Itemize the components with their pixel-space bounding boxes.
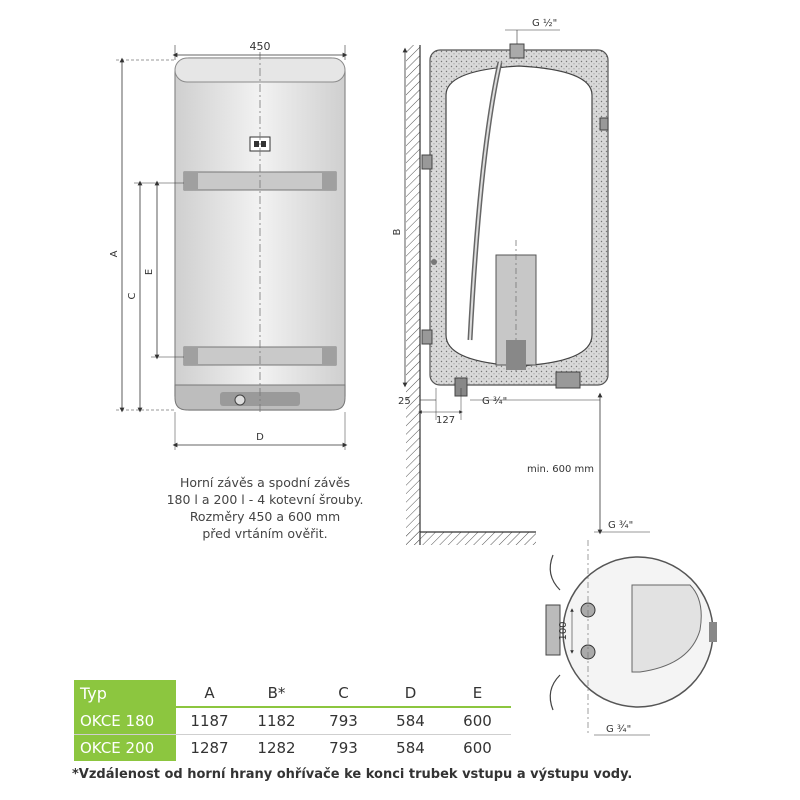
front-view: 450 A C E D [109, 40, 348, 450]
width-label: 450 [250, 40, 271, 53]
wall-bracket [545, 604, 561, 656]
cell-d: 584 [377, 707, 444, 735]
dim-e-label: E [144, 269, 155, 275]
pipe-spacing-label: 100 [558, 621, 569, 640]
header-b: B* [243, 680, 310, 708]
dim-c-label: C [127, 292, 138, 299]
cell-d: 584 [396, 739, 425, 757]
header-a: A [176, 680, 243, 708]
cell-c: 793 [310, 707, 377, 735]
floor-hatch [406, 532, 536, 545]
cell-a: 1287 [190, 739, 229, 757]
header-c: C [310, 680, 377, 708]
cell-a: 1187 [176, 707, 243, 735]
inner-tank [445, 65, 593, 367]
bottom-view: G ¾" 100 G ¾" [545, 520, 717, 736]
table-header-row: Typ A B* C D E [74, 680, 511, 708]
cell-e: 600 [444, 707, 511, 735]
dimensions-table: Typ A B* C D E OKCE 180 1187 1182 793 58… [74, 680, 511, 761]
wall-gap-label: 25 [398, 396, 411, 407]
wall-hatch [406, 45, 420, 545]
dim-b-label: B [392, 228, 403, 235]
cell-b: 1182 [243, 707, 310, 735]
dim-a-label: A [109, 250, 120, 257]
pipe-bottom-label: G ¾" [606, 724, 631, 735]
min-clearance-label: min. 600 mm [527, 464, 594, 475]
header-typ: Typ [74, 680, 176, 708]
thermostat-knob [234, 394, 246, 406]
table-row: OKCE 200 1287 1282 793 584 600 [74, 734, 511, 761]
header-e: E [444, 680, 511, 708]
offset-label: 127 [436, 415, 455, 426]
pipe-top-label: G ¾" [608, 520, 633, 531]
row-model: OKCE 200 [74, 734, 176, 761]
side-view: G ½" B 25 G ¾" 127 min. 600 mm [392, 17, 609, 545]
top-pipe-label: G ½" [532, 17, 557, 29]
header-d: D [377, 680, 444, 708]
note-line: Horní závěs a spodní závěs [180, 475, 350, 490]
top-fitting [509, 43, 525, 59]
note-line: před vrtáním ověřit. [202, 526, 328, 541]
cell-b: 1282 [257, 739, 296, 757]
cell-e: 600 [463, 739, 492, 757]
note-line: Rozměry 450 a 600 mm [189, 509, 341, 524]
row-model: OKCE 180 [74, 707, 176, 735]
dim-d-label: D [256, 432, 264, 443]
note-line: 180 l a 200 l - 4 kotevní šrouby. [166, 492, 364, 507]
table-row: OKCE 180 1187 1182 793 584 600 [74, 707, 511, 735]
installation-note: Horní závěs a spodní závěs 180 l a 200 l… [130, 474, 400, 542]
footnote: *Vzdálenost od horní hrany ohřívače ke k… [72, 767, 633, 782]
bottom-pipe-label: G ¾" [482, 396, 507, 407]
cell-c: 793 [329, 739, 358, 757]
